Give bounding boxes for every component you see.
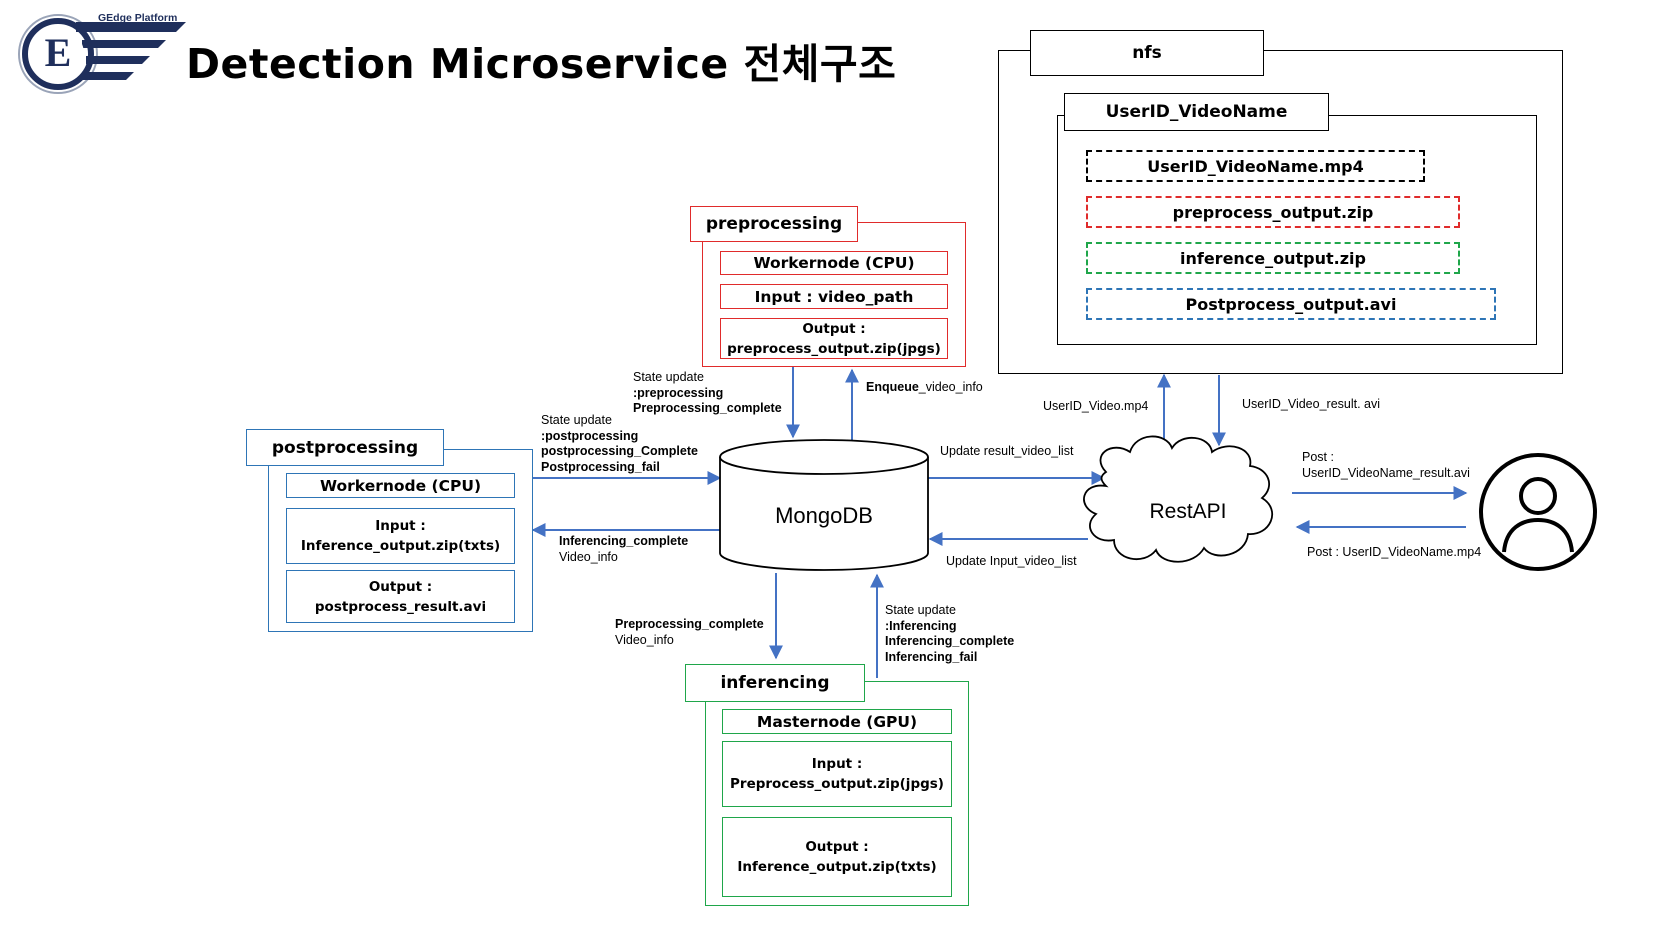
restapi-label: RestAPI (1149, 500, 1227, 523)
note-post-result: Post : UserID_VideoName_result.avi (1302, 450, 1470, 480)
postprocessing-node: Workernode (CPU) (286, 473, 515, 498)
nfs-title: nfs (1030, 30, 1264, 76)
preprocessing-title: preprocessing (690, 206, 858, 242)
postprocessing-input: Input : Inference_output.zip(txts) (286, 508, 515, 564)
user-icon (1479, 453, 1597, 571)
postprocessing-output-value: postprocess_result.avi (314, 598, 487, 615)
inferencing-output: Output : Inference_output.zip(txts) (722, 817, 952, 897)
nfs-file-mp4: UserID_VideoName.mp4 (1086, 150, 1425, 182)
logo: E GEdge Platform (16, 12, 186, 94)
nfs-folder-title: UserID_VideoName (1064, 93, 1329, 131)
note-enqueue: Enqueue_video_info (866, 380, 983, 394)
note-to-post: Inferencing_complete Video_info (559, 534, 689, 564)
nfs-file-preprocess: preprocess_output.zip (1086, 196, 1460, 228)
preprocessing-output-label: Output : (802, 320, 866, 337)
postprocessing-input-label: Input : (375, 518, 426, 534)
database-cylinder (719, 439, 929, 571)
note-post-upload: Post : UserID_VideoName.mp4 (1307, 545, 1482, 559)
preprocessing-output: Output : preprocess_output.zip(jpgs) (720, 318, 948, 359)
note-post-state: State update :postprocessing postprocess… (541, 413, 698, 474)
postprocessing-output: Output : postprocess_result.avi (286, 570, 515, 623)
preprocessing-node: Workernode (CPU) (720, 251, 948, 275)
inferencing-input-value: Preprocess_output.zip(jpgs) (730, 776, 944, 792)
postprocessing-title: postprocessing (246, 429, 444, 466)
nfs-file-inference: inference_output.zip (1086, 242, 1460, 274)
cloud-shape (1083, 435, 1274, 563)
nfs-file-postprocess: Postprocess_output.avi (1086, 288, 1496, 320)
note-update-result: Update result_video_list (940, 444, 1074, 458)
note-pre-state: State update :preprocessing Preprocessin… (633, 370, 782, 415)
postprocessing-input-value: Inference_output.zip(txts) (300, 538, 501, 554)
preprocessing-output-value: preprocess_output.zip(jpgs) (727, 340, 941, 357)
inferencing-output-value: Inference_output.zip(txts) (737, 859, 937, 875)
postprocessing-output-label: Output : (368, 578, 433, 595)
note-nfs-down: UserID_Video_result. avi (1242, 397, 1381, 411)
logo-text: GEdge Platform (98, 12, 178, 24)
inferencing-input-label: Input : (811, 756, 863, 772)
note-nfs-up: UserID_Video.mp4 (1043, 399, 1149, 413)
note-to-inf: Preprocessing_complete Video_info (615, 617, 764, 647)
preprocessing-input: Input : video_path (720, 284, 948, 309)
inferencing-title: inferencing (685, 664, 865, 702)
inferencing-input: Input : Preprocess_output.zip(jpgs) (722, 741, 952, 807)
logo-emblem (18, 14, 186, 94)
page-title: Detection Microservice 전체구조 (186, 40, 897, 88)
note-update-input: Update Input_video_list (946, 554, 1077, 568)
note-inf-state: State update :Inferencing Inferencing_co… (885, 603, 1015, 664)
inferencing-node: Masternode (GPU) (722, 709, 952, 734)
mongodb-label: MongoDB (775, 503, 873, 528)
inferencing-output-label: Output : (805, 839, 869, 855)
logo-letter: E (44, 30, 72, 75)
